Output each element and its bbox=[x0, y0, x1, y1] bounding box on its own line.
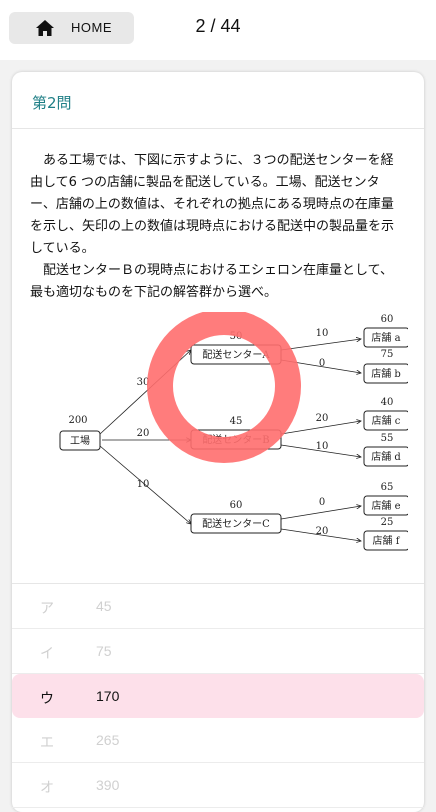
flow-to-store-b: 0 bbox=[319, 358, 325, 369]
arrow-center-c-to-store-f bbox=[280, 528, 361, 541]
answer-value: 265 bbox=[96, 732, 120, 748]
store-a-label: 店舗 a bbox=[371, 331, 400, 344]
supply-chain-diagram: 200 工場 30 20 10 50 配送センターA 45 配送センターB 60… bbox=[59, 312, 408, 551]
factory-stock: 200 bbox=[68, 415, 87, 426]
arrow-center-b-to-store-c bbox=[280, 421, 361, 435]
title-divider bbox=[12, 128, 424, 129]
store-f-box bbox=[363, 530, 408, 551]
answer-option[interactable]: オ 390 bbox=[12, 763, 424, 808]
answer-key: ア bbox=[40, 600, 54, 616]
answer-value: 75 bbox=[96, 643, 112, 659]
store-c-box bbox=[363, 410, 408, 431]
flow-to-store-f: 20 bbox=[316, 526, 329, 537]
center-c-box bbox=[190, 513, 282, 534]
factory-label: 工場 bbox=[70, 434, 90, 447]
flow-to-center-a: 30 bbox=[137, 377, 150, 388]
answer-option[interactable]: イ 75 bbox=[12, 629, 424, 674]
answer-option[interactable]: エ 265 bbox=[12, 718, 424, 763]
home-icon bbox=[36, 20, 54, 36]
top-bar: HOME 2 / 44 bbox=[0, 0, 436, 60]
question-card: 第2問 ある工場では、下図に示すように、３つの配送センターを経由して6 つの店舗… bbox=[12, 72, 424, 812]
center-a-label: 配送センターA bbox=[202, 348, 270, 361]
flow-to-store-c: 20 bbox=[316, 413, 329, 424]
store-c-stock: 40 bbox=[381, 397, 394, 408]
store-f-label: 店舗 f bbox=[373, 534, 401, 547]
flow-to-center-b: 20 bbox=[137, 428, 150, 439]
answer-value: 170 bbox=[96, 688, 120, 704]
store-e-stock: 65 bbox=[381, 482, 394, 493]
arrow-center-a-to-store-a bbox=[280, 339, 361, 351]
arrow-factory-to-center-c bbox=[99, 445, 191, 524]
store-e-label: 店舗 e bbox=[371, 499, 400, 512]
store-f-stock: 25 bbox=[381, 517, 394, 528]
flow-to-store-a: 10 bbox=[316, 328, 329, 339]
center-b-stock: 45 bbox=[230, 416, 243, 427]
answer-option-selected[interactable]: ウ 170 bbox=[12, 674, 424, 718]
store-b-label: 店舗 b bbox=[371, 367, 401, 380]
answer-option[interactable]: ア 45 bbox=[12, 584, 424, 629]
answer-key: ウ bbox=[40, 690, 54, 706]
store-d-stock: 55 bbox=[381, 433, 394, 444]
home-button[interactable]: HOME bbox=[9, 12, 134, 44]
answer-list: ア 45 イ 75 ウ 170 エ 265 オ 390 bbox=[12, 584, 424, 808]
arrow-center-b-to-store-d bbox=[280, 444, 361, 457]
flow-to-store-e: 0 bbox=[319, 497, 325, 508]
highlight-ring bbox=[147, 312, 301, 463]
store-a-stock: 60 bbox=[381, 314, 394, 325]
flow-to-center-c: 10 bbox=[137, 479, 150, 490]
answer-value: 45 bbox=[96, 598, 112, 614]
answer-key: イ bbox=[40, 645, 54, 661]
arrow-center-c-to-store-e bbox=[280, 506, 361, 520]
answer-value: 390 bbox=[96, 777, 120, 793]
store-d-box bbox=[363, 446, 408, 467]
store-c-label: 店舗 c bbox=[372, 414, 401, 427]
answer-key: エ bbox=[40, 734, 54, 750]
center-a-stock: 50 bbox=[230, 331, 243, 342]
store-e-box bbox=[363, 495, 408, 516]
store-b-stock: 75 bbox=[381, 349, 394, 360]
answer-key: オ bbox=[40, 779, 54, 795]
question-progress: 2 / 44 bbox=[195, 16, 241, 36]
center-c-label: 配送センターC bbox=[202, 517, 270, 530]
store-d-label: 店舗 d bbox=[371, 450, 401, 463]
question-text: ある工場では、下図に示すように、３つの配送センターを経由して6 つの店舗に製品を… bbox=[30, 153, 395, 300]
store-b-box bbox=[363, 363, 408, 384]
answers-divider bbox=[12, 583, 424, 584]
home-label: HOME bbox=[71, 20, 112, 35]
center-c-stock: 60 bbox=[230, 500, 243, 511]
question-title: 第2問 bbox=[32, 94, 72, 112]
store-a-box bbox=[363, 327, 408, 348]
flow-to-store-d: 10 bbox=[316, 441, 329, 452]
factory-box bbox=[59, 430, 101, 451]
